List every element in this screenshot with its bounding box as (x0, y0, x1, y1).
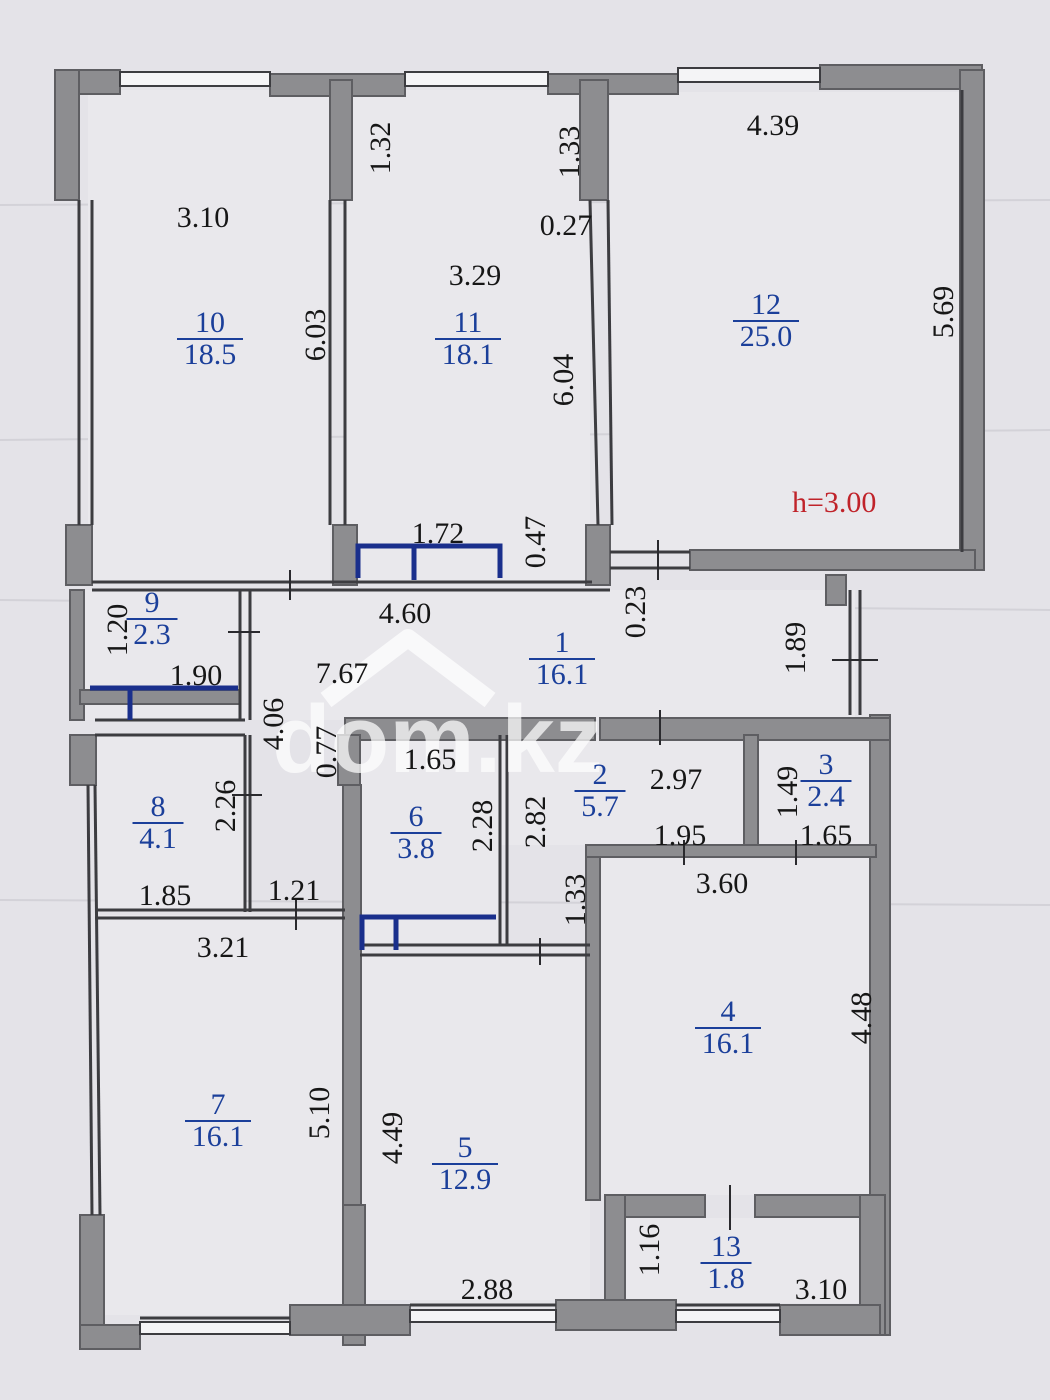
dimension-label: 6.04 (547, 354, 580, 407)
dimension-label: 2.97 (650, 763, 703, 796)
house-roof-icon (320, 629, 496, 708)
dimension-label: 0.47 (519, 516, 552, 569)
room-label-5: 512.9 (432, 1131, 498, 1196)
dimension-label: 3.10 (177, 201, 230, 234)
dimension-label: 2.26 (209, 780, 242, 833)
room-area: 18.1 (442, 338, 495, 371)
room-label-3: 32.4 (800, 748, 852, 813)
windows (119, 67, 821, 1335)
window-bottom-1 (139, 1321, 291, 1335)
room-label-9: 92.3 (126, 586, 178, 651)
dimension-label: 1.32 (364, 122, 397, 175)
room-area: 3.8 (397, 832, 435, 865)
window-top-1 (119, 71, 271, 87)
room-label-8: 84.1 (132, 790, 184, 855)
window-top-3 (677, 67, 821, 83)
dimension-label: 2.82 (519, 796, 552, 849)
window-top-2 (404, 71, 549, 87)
dimension-label: 5.10 (303, 1087, 336, 1140)
room-number: 13 (711, 1230, 741, 1263)
dimension-label: 3.29 (449, 259, 502, 292)
dimension-label: 1.49 (771, 766, 804, 819)
dimension-label: 1.65 (404, 743, 457, 776)
dimension-label: 3.21 (197, 931, 250, 964)
room-number: 9 (145, 586, 160, 619)
room-label-13: 131.8 (700, 1230, 752, 1295)
room-area: 18.5 (184, 338, 237, 371)
dimension-label: 1.89 (779, 622, 812, 675)
dimension-label: 0.77 (310, 726, 343, 779)
room-number: 4 (721, 995, 736, 1028)
window-bottom-2 (409, 1309, 557, 1323)
room-number: 10 (195, 306, 225, 339)
dimension-label: 5.69 (927, 286, 960, 339)
room-number: 7 (211, 1088, 226, 1121)
watermark: dom.kz (272, 629, 603, 793)
dimension-label: 1.21 (268, 874, 321, 907)
room-area: 2.3 (133, 618, 171, 651)
dimension-label: 1.33 (559, 874, 592, 927)
room-area: 25.0 (740, 320, 793, 353)
dimension-label: 1.72 (412, 517, 465, 550)
room-label-4: 416.1 (695, 995, 761, 1060)
watermark-text: dom.kz (272, 686, 603, 793)
room-number: 6 (409, 800, 424, 833)
dimension-label: 4.60 (379, 597, 432, 630)
room-labels: 116.125.732.4416.1512.963.8716.184.192.3… (126, 288, 852, 1295)
dimension-label: 1.20 (101, 604, 134, 657)
ceiling-height-label: h=3.00 (792, 486, 876, 519)
room-area: 5.7 (581, 790, 619, 823)
window-bottom-3 (675, 1309, 781, 1323)
dimension-labels: 3.10 6.03 1.32 1.33 0.27 3.29 6.04 4.39 5.69 1.72… (101, 109, 960, 1306)
room-area: 16.1 (536, 658, 589, 691)
dimension-label: 1.16 (633, 1224, 666, 1277)
room-area: 4.1 (139, 822, 177, 855)
dimension-label: 0.23 (619, 586, 652, 639)
walls (54, 64, 985, 1350)
bathroom-fixtures (90, 543, 503, 950)
door-marks (228, 540, 878, 1230)
dimension-label: 4.39 (747, 109, 800, 142)
dimension-label: 1.95 (654, 819, 707, 852)
dimension-label: 4.49 (376, 1112, 409, 1165)
room-area: 12.9 (439, 1163, 492, 1196)
room-number: 1 (555, 626, 570, 659)
room-number: 11 (454, 306, 483, 339)
room-number: 2 (593, 758, 608, 791)
dimension-label: 4.06 (257, 698, 290, 751)
dimension-label: 3.60 (696, 867, 749, 900)
dimension-label: 2.88 (461, 1273, 514, 1306)
dimension-label: 7.67 (316, 657, 369, 690)
room-area: 1.8 (707, 1262, 745, 1295)
room-number: 12 (751, 288, 781, 321)
room-number: 8 (151, 790, 166, 823)
dimension-label: 1.33 (553, 126, 586, 179)
dimension-label: 1.90 (170, 659, 223, 692)
thin-partitions (77, 90, 964, 1332)
room-area: 2.4 (807, 780, 845, 813)
dimension-label: 2.28 (466, 800, 499, 853)
room-label-2: 25.7 (574, 758, 626, 823)
dimension-label: 0.27 (540, 209, 593, 242)
dimension-label: 6.03 (299, 309, 332, 362)
room-number: 5 (458, 1131, 473, 1164)
room-label-7: 716.1 (185, 1088, 251, 1153)
room-area: 16.1 (702, 1027, 755, 1060)
room-area: 16.1 (192, 1120, 245, 1153)
dimension-label: 3.10 (795, 1273, 848, 1306)
dimension-label: 4.48 (845, 992, 878, 1045)
room-label-1: 116.1 (529, 626, 595, 691)
room-number: 3 (819, 748, 834, 781)
room-label-6: 63.8 (390, 800, 442, 865)
dimension-label: 1.65 (800, 819, 853, 852)
dimension-label: 1.85 (139, 879, 192, 912)
